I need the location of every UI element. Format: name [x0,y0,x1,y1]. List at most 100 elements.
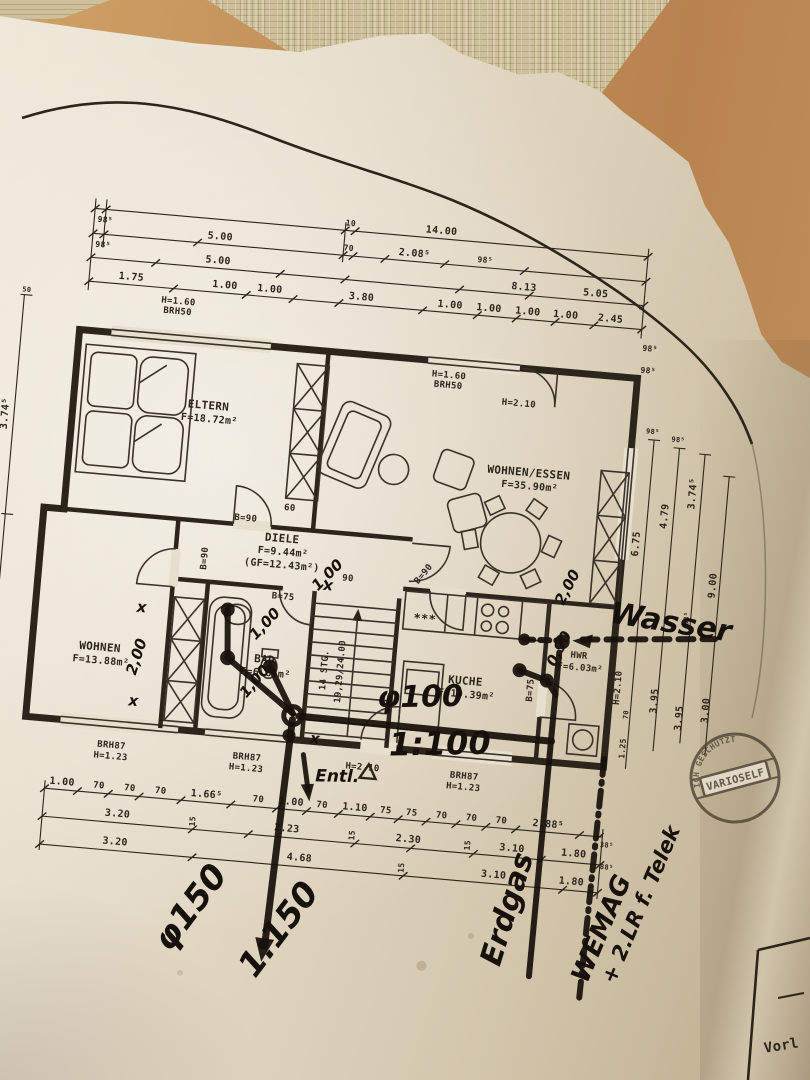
bottom_dims-25: 15 [396,862,406,873]
bottom_dims-26: 3.10 [481,869,507,882]
room-wohnen-essen-name: WOHNEN/ESSEN [487,463,571,483]
armchair-2 [446,492,488,534]
room-wohnen-name: WOHNEN [79,639,122,656]
room-eltern-area: F=18.72m² [180,412,238,428]
right_dims-6: 98⁵ [682,611,691,625]
room-diele-name: DIELE [264,531,300,547]
hw-d100: φ100 [377,679,464,715]
title-block-text: Vorl [763,1035,800,1056]
top_dims-6: 2.08⁵ [398,247,430,261]
bottom_dims-10: 75 [406,808,418,819]
doors-1: B=90 [199,547,211,571]
right_dims-9: 3.95 [648,688,661,714]
paper-shadow [0,880,260,1080]
room-eltern-name: ELTERN [187,397,230,414]
windows-9: H=1.23 [228,762,263,775]
right_dims-5: 9.00 [707,573,720,599]
bottom_dims-11: 70 [435,810,447,821]
hand_small-9: x [127,691,141,710]
paper-crease [700,340,810,1080]
top_dims-10: 5.05 [583,287,609,300]
bed [74,343,197,483]
marker-annotations [220,602,719,1001]
top_dims-7: 98⁵ [477,255,493,265]
bottom_dims-2: 70 [124,783,136,794]
room-diele-area2: (GF=12.43m²) [244,557,321,575]
wardrobe-eltern [284,362,331,502]
hand_small-6: x [322,576,336,595]
windows-12: H=1.23 [446,781,481,794]
bottom_dims-22: 1.80 [561,848,587,861]
title-block: Vorl [746,936,810,1080]
room-diele-area: F=9.44m² [257,545,308,560]
right_dims-11: 3.00 [700,698,713,724]
top_dims-18: 1.00 [553,309,579,322]
top_dims-9: 8.13 [511,281,537,294]
hw-entl: Entl. [315,766,359,787]
hand_small-4: 2,00 [551,567,584,608]
windows-7: H=1.23 [93,750,128,763]
doors-0: B=90 [234,513,258,525]
dimension-lines [0,198,736,899]
hand_small-2: 2,00 [122,636,151,677]
top_dims-12: 1.00 [212,279,238,292]
hw-s150: 1:150 [230,874,327,985]
bottom_dims-7: 70 [316,800,328,811]
left_dims-1: 3.74⁵ [0,397,12,429]
windows-5: H=2.10 [612,670,625,705]
bottom_dims-27: 1.80 [558,875,584,888]
doors-3: B=75 [271,591,295,603]
room-wohnen-essen-area: F=35.90m² [501,479,559,495]
windows-10: H=2.10 [345,761,380,774]
room-hwr-area: F=6.03m² [557,661,603,675]
bottom_dims-1: 70 [93,780,105,791]
coffee-table [377,453,410,486]
windows-8: BRH87 [232,752,261,764]
bottom_dims-3: 70 [155,786,167,797]
bottom_dims-24: 4.68 [286,852,312,865]
right_dims-7: 70 [622,710,631,720]
top_dims-0: 98⁵ [97,215,113,225]
paper-border-curve [21,101,767,719]
right_dims-1: 98⁵ [671,436,685,445]
bottom_dims-4: 1.66⁵ [190,788,222,802]
dining-table [460,494,563,590]
bottom_dims-20: 15 [463,840,473,851]
stairs-count: 14 STG. [318,650,331,691]
top_dims-11: 1.75 [118,271,144,284]
room-kueche-area: F=10.39m² [437,687,495,703]
window-labels: H=1.60BRH50H=1.60BRH50H=2.10H=2.10BRH87H… [93,296,625,795]
right_dims-10: 3.95 [673,705,686,731]
windows-6: BRH87 [97,740,126,752]
top_dims-8: 5.00 [205,254,231,267]
bottom_dims-0: 1.00 [49,776,75,789]
bottom_dims-12: 70 [465,813,477,824]
top_dims-14: 3.80 [348,291,374,304]
bottom_dims-19: 2.30 [395,833,421,846]
bottom_dims-23: 3.20 [102,836,128,849]
doors-7: *** [413,611,437,627]
windows-3: BRH50 [433,380,462,392]
bottom_dims-5: 70 [252,794,264,805]
top_dims-4: 5.00 [207,230,233,243]
top_dims-19: 2.45 [597,313,623,326]
windows-0: H=1.60 [161,296,196,309]
interior-walls [43,351,618,762]
doors-6: B=75 [525,678,537,702]
room-wohnen-area: F=13.88m² [72,653,130,669]
top_dims-3: 98⁵ [95,240,111,250]
windows-glazing [60,328,636,763]
windows-2: H=1.60 [431,369,466,382]
right_dims-8: 1.25 [617,738,628,759]
hw-d150: φ150 [145,857,236,959]
doors-2: B=90 [413,562,435,586]
hand_small-7: x [308,729,322,748]
top_dims-21: 98⁵ [640,366,656,376]
bottom_dims-13: 70 [495,816,507,827]
stairs-labels: 14 STG.19,29/24.00 [318,640,348,704]
